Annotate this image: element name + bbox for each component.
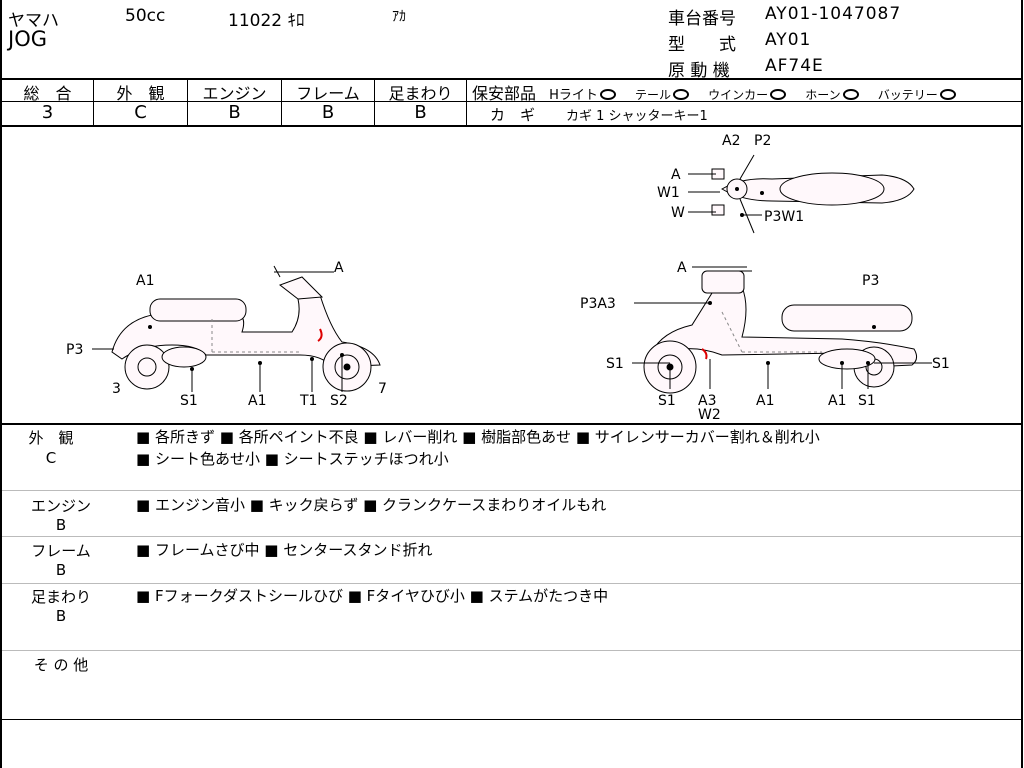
top-label-w: W (671, 205, 685, 221)
right-label-p3a3: P3A3 (580, 296, 616, 312)
left-label-p3: P3 (66, 342, 83, 358)
safety-headlight: Hライト (549, 88, 598, 103)
left-label-a1-top: A1 (136, 273, 154, 289)
left-label-3: 3 (112, 381, 121, 397)
section-exterior-line-2: ■ シート色あせ小 ■ シートステッチほつれ小 (136, 450, 449, 468)
displacement: 50cc (125, 6, 166, 26)
right-label-p3: P3 (862, 273, 879, 289)
section-suspension-title: 足まわり (30, 588, 91, 606)
right-label-a: A (677, 260, 687, 276)
left-seat (149, 298, 247, 322)
grade-engine-label: エンジン (202, 84, 267, 103)
maker: ヤマハ (8, 11, 59, 31)
color: ｱｶ (392, 9, 406, 25)
right-label-s1-left: S1 (606, 356, 624, 372)
left-label-s1: S1 (180, 393, 198, 409)
grade-overall-value: 3 (41, 102, 54, 123)
section-exterior-line-1: ■ 各所きず ■ 各所ペイント不良 ■ レバー削れ ■ 樹脂部色あせ ■ サイレ… (136, 428, 820, 446)
type-value: AY01 (765, 30, 812, 50)
key-label: カ ギ (490, 106, 536, 124)
right-label-s1-right: S1 (932, 356, 950, 372)
headlight-ok-icon (599, 89, 616, 100)
mileage: 11022 ｷﾛ (228, 11, 305, 31)
safety-battery: バッテリー (877, 88, 938, 102)
top-label-p3w1: P3W1 (764, 209, 804, 225)
right-label-a1-rear: A1 (828, 393, 846, 409)
grade-overall-label: 総 合 (23, 84, 72, 103)
taillight-ok-icon (673, 89, 689, 100)
right-label-a3: A3 (698, 393, 716, 409)
right-seat (781, 304, 913, 332)
left-label-s2: S2 (330, 393, 348, 409)
left-front-fork (278, 276, 324, 300)
top-label-w1: W1 (657, 185, 680, 201)
section-frame-title: フレーム (31, 542, 91, 560)
top-label-p2: P2 (754, 133, 771, 149)
winker-ok-icon (770, 89, 787, 100)
top-label-a: A (671, 167, 681, 183)
section-frame-line-1: ■ フレームさび中 ■ センタースタンド折れ (136, 541, 433, 559)
model-name: JOG (8, 27, 47, 51)
left-label-a: A (334, 260, 344, 276)
safety-label: 保安部品 (472, 84, 537, 103)
right-label-s1-bottom: S1 (658, 393, 676, 409)
left-label-a1: A1 (248, 393, 266, 409)
top-label-a2: A2 (722, 133, 740, 149)
safety-winker: ウインカー (708, 88, 769, 102)
chassis-label: 車台番号 (668, 9, 736, 29)
right-label-w2: W2 (698, 407, 721, 423)
type-label: 型 式 (668, 35, 736, 55)
section-exterior-grade: C (45, 449, 57, 467)
section-other-title: そ の 他 (33, 656, 89, 674)
horn-ok-icon (842, 89, 859, 100)
engine-label: 原 動 機 (668, 61, 730, 81)
section-engine-grade: B (55, 516, 67, 534)
grade-exterior-value: C (134, 102, 147, 123)
battery-ok-icon (939, 89, 956, 100)
right-label-a1: A1 (756, 393, 774, 409)
grade-engine-value: B (228, 102, 241, 123)
key-value: カギ 1 シャッターキー1 (566, 109, 708, 124)
grade-suspension-label: 足まわり (388, 84, 453, 103)
top-view-seat (779, 172, 885, 206)
engine-value: AF74E (765, 56, 824, 76)
safety-row: 保安部品 Hライト テール ウインカー ホーン バッテリー (472, 80, 960, 104)
left-label-7: 7 (378, 381, 387, 397)
grade-frame-value: B (321, 102, 335, 123)
section-exterior-title: 外 観 (28, 429, 74, 447)
section-engine-line-1: ■ エンジン音小 ■ キック戻らず ■ クランクケースまわりオイルもれ (136, 496, 607, 514)
section-engine-title: エンジン (30, 497, 91, 515)
chassis-value: AY01-1047087 (765, 4, 902, 24)
section-frame-grade: B (55, 561, 67, 579)
left-label-t1: T1 (299, 393, 317, 409)
safety-taillight: テール (634, 88, 671, 102)
grade-frame-label: フレーム (296, 84, 360, 103)
grade-exterior-label: 外 観 (116, 84, 165, 103)
damage-diagram: A1 A P3 3 S1 A1 T1 S2 7 A P3 P3A3 S1 S1 … (66, 133, 950, 423)
grade-suspension-value: B (414, 102, 427, 123)
section-suspension-grade: B (55, 607, 67, 625)
section-suspension-line-1: ■ Fフォークダストシールひび ■ Fタイヤひび小 ■ ステムがたつき中 (136, 587, 609, 605)
right-label-s1-rear: S1 (858, 393, 876, 409)
safety-horn: ホーン (805, 88, 841, 102)
